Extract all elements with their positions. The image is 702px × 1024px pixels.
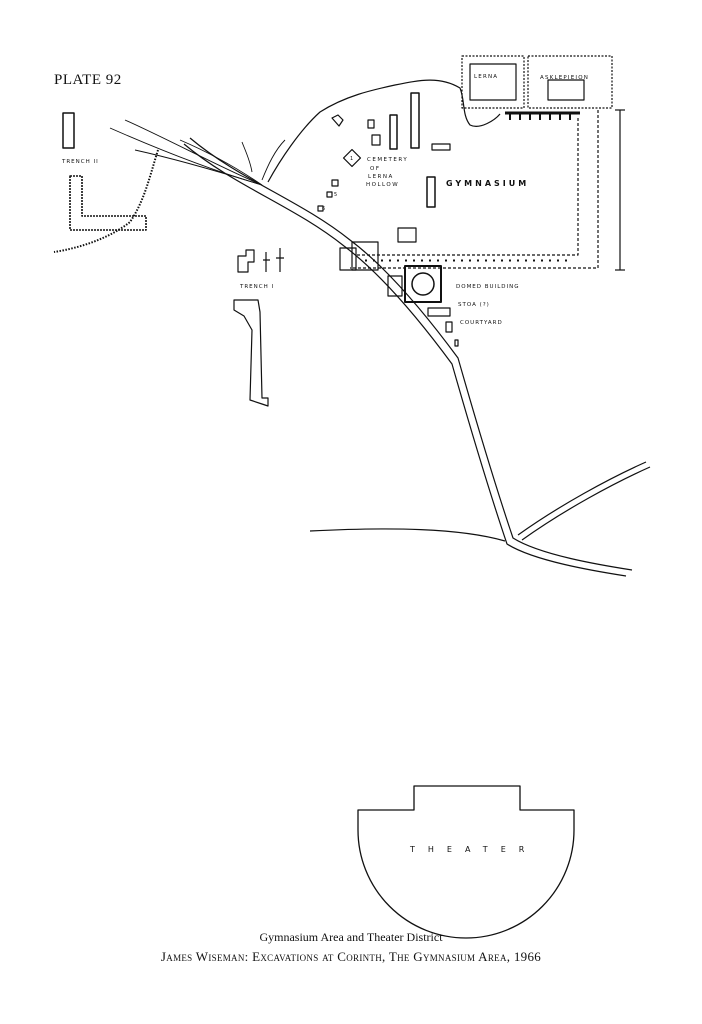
colonnade-dot [381,259,383,262]
central-complex [339,227,459,347]
colonnade-dot [373,259,375,262]
colonnade-dot [453,259,455,262]
colonnade-dot [501,259,503,262]
label-trench-ii: TRENCH II [61,159,99,165]
caption-title: Gymnasium Area and Theater District [259,930,443,944]
colonnade-dot [469,259,471,262]
label-lerna: LERNA [474,74,498,80]
trench-ii [53,112,159,253]
label-stoa: STOA (?) [458,302,490,308]
colonnade-dot [461,259,463,262]
theater [357,785,575,939]
marker-5: 5 [334,192,337,198]
cemetery-structures [317,92,451,212]
label-courtyard: COURTYARD [460,320,503,326]
label-trench-i: TRENCH I [239,284,274,290]
colonnade-dot [533,259,535,262]
label-domed-building: DOMED BUILDING [456,284,520,290]
label-cemetery-lerna: LERNA [368,174,394,180]
lerna-asklepieion [461,55,613,120]
colonnade-dot [525,259,527,262]
streams [109,119,286,186]
trench-i [233,248,284,407]
main-road [183,137,651,577]
colonnade-dot [517,259,519,262]
colonnade-dot [541,259,543,262]
scarp-line [267,79,501,183]
colonnade-dot [405,259,407,262]
colonnade-dot [549,259,551,262]
colonnade-dot [493,259,495,262]
label-asklepieion: ASKLEPIEION [540,75,589,81]
label-cemetery-of: OF [370,166,381,172]
colonnade-dot [397,259,399,262]
label-cemetery: CEMETERY [367,157,408,163]
marker-6: 6 [322,206,325,212]
colonnade-dot [421,259,423,262]
label-theater: THEATER [409,845,537,854]
colonnade-dot [365,259,367,262]
label-gymnasium: GYMNASIUM [446,179,529,188]
colonnade-dot [557,259,559,262]
gymnasium-enclosure [350,109,625,271]
colonnade-dot [437,259,439,262]
colonnade-dot [389,259,391,262]
colonnade-dot [445,259,447,262]
colonnade-dot [429,259,431,262]
colonnade-dot [565,259,567,262]
colonnade-dot [413,259,415,262]
marker-1: 1 [350,156,353,162]
colonnade-dot [477,259,479,262]
colonnade-dot [509,259,511,262]
caption-credit: James Wiseman: Excavations at Corinth, T… [160,949,542,964]
plate-number: PLATE 92 [54,72,122,88]
colonnade-dot [485,259,487,262]
label-cemetery-hollow: HOLLOW [366,182,399,188]
